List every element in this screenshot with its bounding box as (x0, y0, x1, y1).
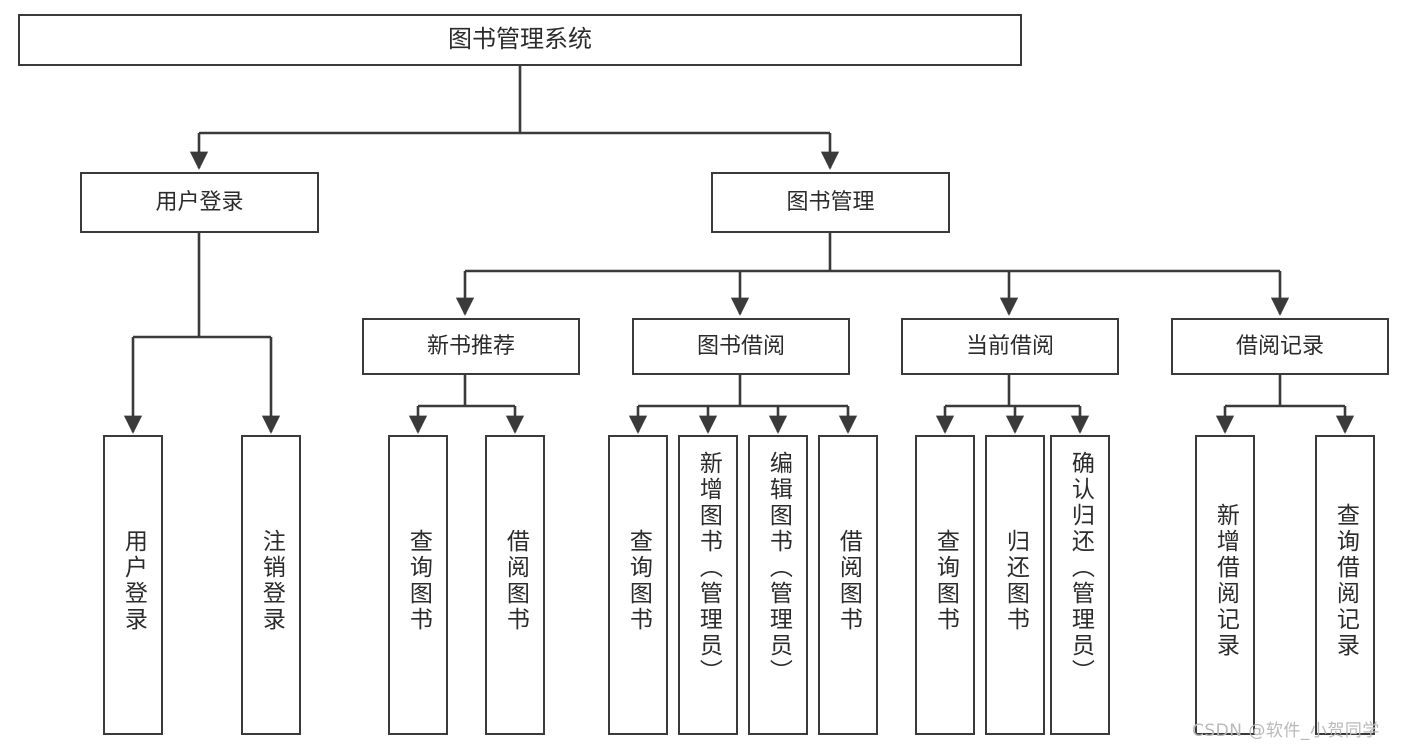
leaf-borrow-add-book-admin[interactable]: 新增图书（管理员） (678, 435, 738, 735)
node-label: 新书推荐 (426, 333, 515, 359)
node-book-management[interactable]: 图书管理 (711, 172, 950, 233)
leaf-recommend-borrow-book[interactable]: 借阅图书 (485, 435, 545, 735)
node-label: 图书管理 (786, 189, 875, 215)
leaf-record-query-record[interactable]: 查询借阅记录 (1315, 435, 1375, 735)
leaf-record-add-record[interactable]: 新增借阅记录 (1195, 435, 1255, 735)
node-label: 注销登录 (258, 529, 285, 633)
node-label: 用户登录 (120, 529, 147, 633)
leaf-borrow-query-book[interactable]: 查询图书 (608, 435, 668, 735)
node-label: 查询图书 (625, 529, 652, 633)
node-label: 用户登录 (155, 189, 244, 215)
node-borrow-record[interactable]: 借阅记录 (1171, 318, 1389, 375)
node-label: 确认归还（管理员） (1067, 451, 1094, 685)
node-label: 当前借阅 (965, 333, 1054, 359)
node-label: 新增借阅记录 (1212, 503, 1239, 659)
node-label: 查询借阅记录 (1332, 503, 1359, 659)
node-label: 借阅图书 (502, 529, 529, 633)
node-label: 图书管理系统 (448, 25, 592, 54)
node-current-borrow[interactable]: 当前借阅 (901, 318, 1119, 375)
leaf-borrow-borrow-book[interactable]: 借阅图书 (818, 435, 878, 735)
csdn-watermark: CSDN @软件_小贺同学 (1192, 721, 1380, 741)
node-label: 借阅记录 (1235, 333, 1324, 359)
node-user-login[interactable]: 用户登录 (80, 172, 319, 233)
leaf-current-query-book[interactable]: 查询图书 (915, 435, 975, 735)
node-label: 编辑图书（管理员） (765, 451, 792, 685)
leaf-current-confirm-return-admin[interactable]: 确认归还（管理员） (1050, 435, 1110, 735)
leaf-user-login-signout[interactable]: 注销登录 (241, 435, 301, 735)
node-new-book-recommend[interactable]: 新书推荐 (362, 318, 580, 375)
node-root-system[interactable]: 图书管理系统 (18, 14, 1022, 66)
node-label: 图书借阅 (696, 333, 785, 359)
leaf-user-login-signin[interactable]: 用户登录 (103, 435, 163, 735)
node-label: 查询图书 (932, 529, 959, 633)
node-label: 借阅图书 (835, 529, 862, 633)
node-label: 新增图书（管理员） (695, 451, 722, 685)
node-label: 归还图书 (1002, 529, 1029, 633)
leaf-current-return-book[interactable]: 归还图书 (985, 435, 1045, 735)
node-book-borrow[interactable]: 图书借阅 (632, 318, 850, 375)
leaf-recommend-query-book[interactable]: 查询图书 (388, 435, 448, 735)
node-label: 查询图书 (405, 529, 432, 633)
leaf-borrow-edit-book-admin[interactable]: 编辑图书（管理员） (748, 435, 808, 735)
